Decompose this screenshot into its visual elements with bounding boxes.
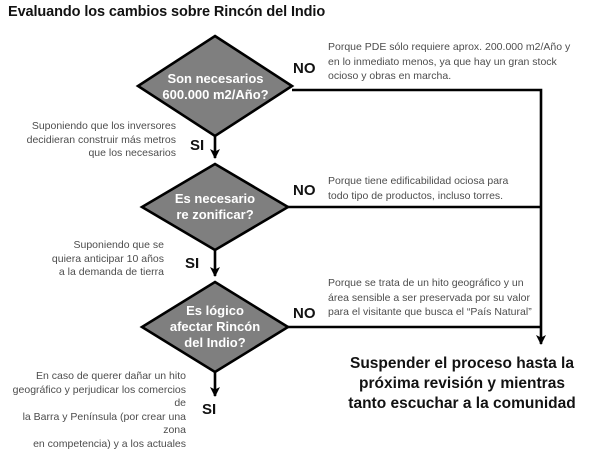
decision-question-1: Son necesarios 600.000 m2/Año? — [162, 71, 269, 102]
page-title: Evaluando los cambios sobre Rincón del I… — [8, 4, 326, 20]
decision-diamond-1 — [135, 34, 295, 138]
no-explanation-3: Porque se trata de un hito geográfico y … — [328, 277, 532, 318]
decision-question-2: Es necesario re zonificar? — [174, 191, 256, 222]
decision-question-3: Es lógico afectar Rincón del Indio? — [169, 303, 261, 350]
si-label-2: SI — [185, 255, 200, 272]
no-label-1: NO — [293, 60, 316, 77]
si-annotation-3: En caso de querer dañar un hito geográfi… — [12, 370, 186, 452]
si-annotation-2: Suponiendo que se quiera anticipar 10 añ… — [51, 239, 164, 278]
conclusion-text: Suspender el proceso hasta la próxima re… — [348, 355, 576, 412]
no-label-3: NO — [293, 305, 316, 322]
no-label-2: NO — [293, 182, 316, 199]
no-explanation-2: Porque tiene edificabilidad ociosa para … — [328, 175, 509, 202]
decision-diamond-2 — [139, 162, 291, 252]
no-connector-1 — [292, 88, 546, 345]
decision-diamond-3 — [139, 280, 291, 374]
no-explanation-1: Porque PDE sólo requiere aprox. 200.000 … — [328, 41, 571, 82]
si-label-1: SI — [190, 137, 205, 154]
si-annotation-1: Suponiendo que los inversores decidieran… — [26, 120, 176, 159]
si-label-3: SI — [202, 401, 217, 418]
